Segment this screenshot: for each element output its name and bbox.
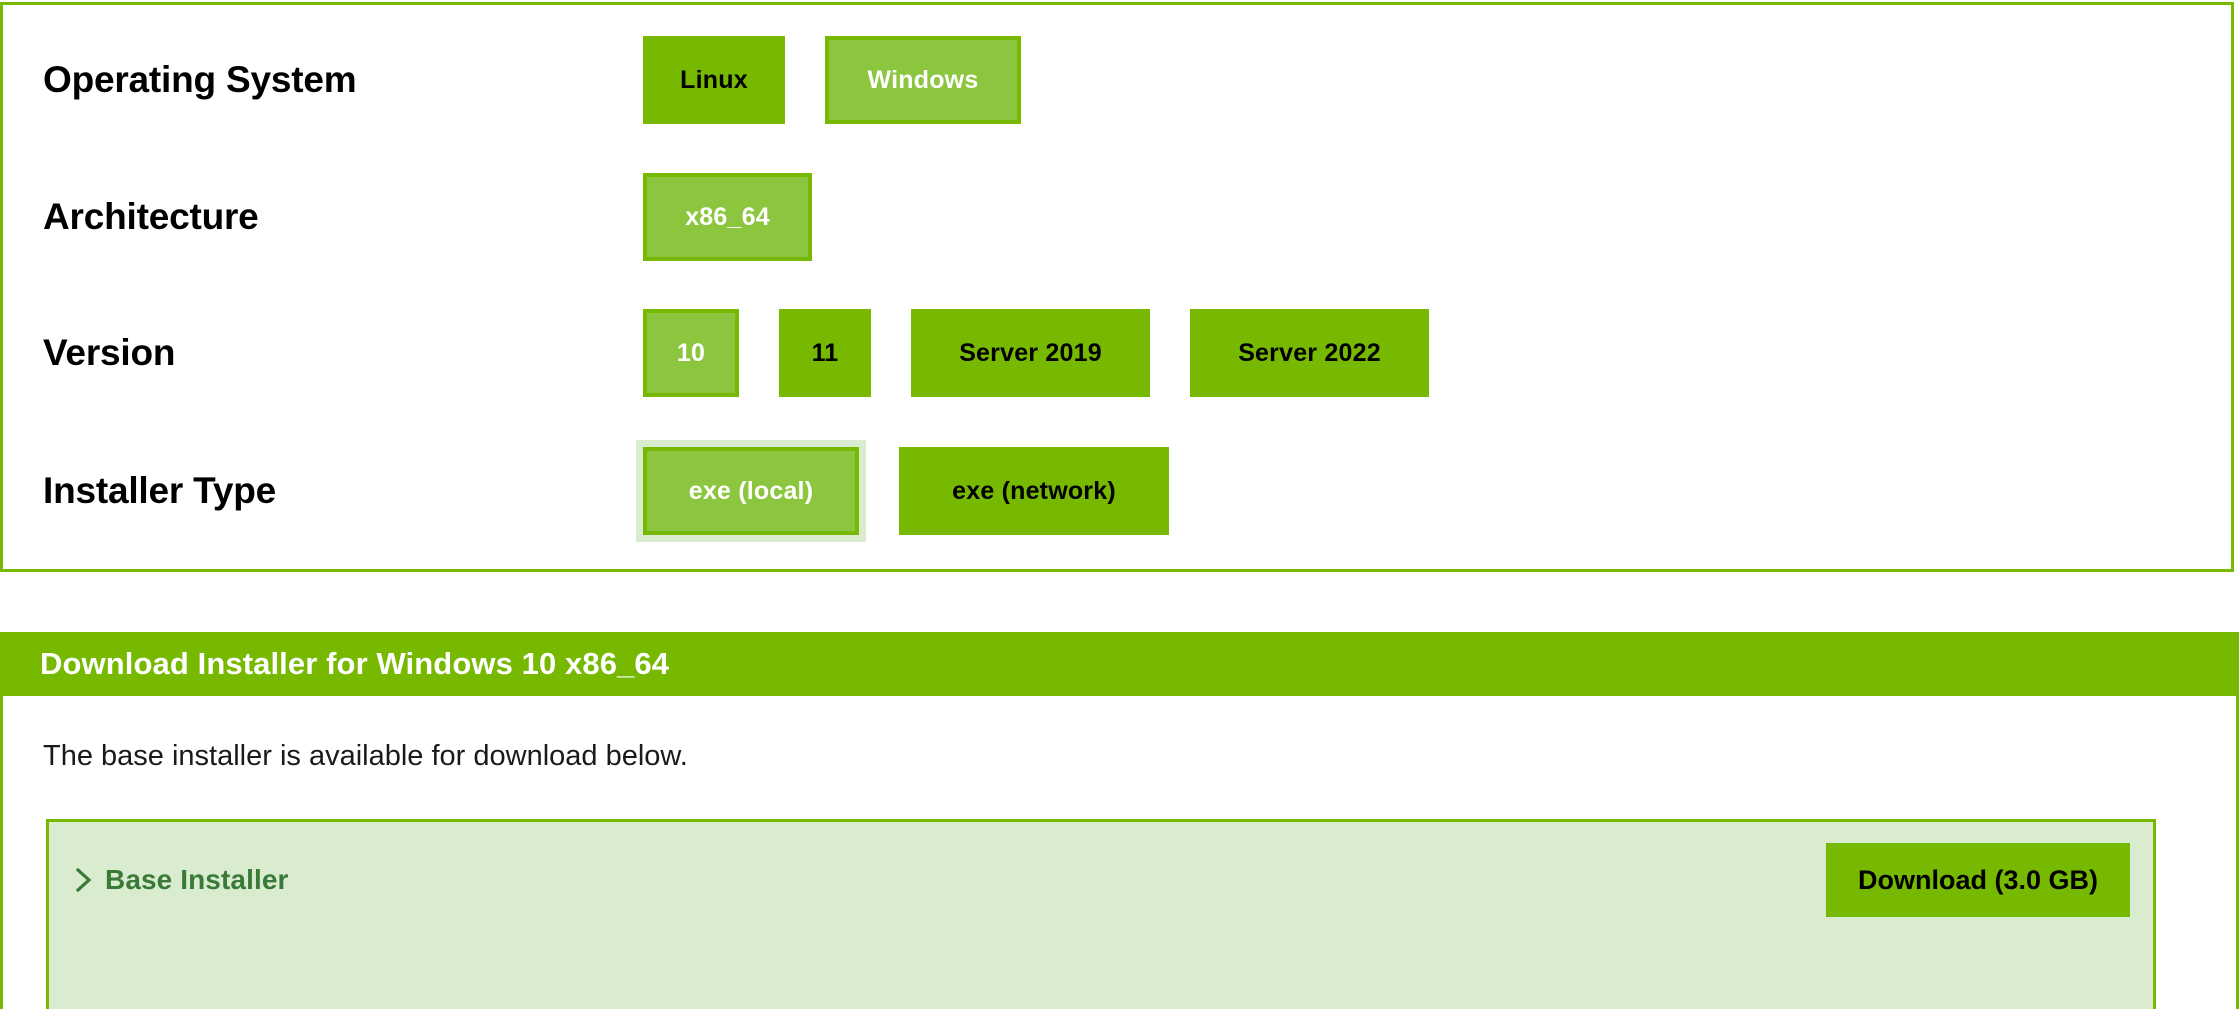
base-installer-title: Base Installer [105,864,289,895]
option-group-version: 10 11 Server 2019 Server 2022 [643,298,1429,408]
selector-row-installer-type: Installer Type exe (local) exe (network) [3,435,2231,547]
selector-row-operating-system: Operating System Linux Windows [3,25,2231,135]
selector-panel: Operating System Linux Windows Architect… [0,2,2234,572]
download-body: The base installer is available for down… [0,696,2239,1009]
option-group-operating-system: Linux Windows [643,25,1021,135]
option-exe-network[interactable]: exe (network) [899,447,1169,535]
option-exe-local[interactable]: exe (local) [636,440,866,542]
base-installer-card: Base Installer Download (3.0 GB) [46,819,2156,1009]
chevron-right-icon [74,867,94,893]
row-label-architecture: Architecture [43,196,259,237]
option-version-10[interactable]: 10 [643,309,739,397]
download-header-title: Download Installer for Windows 10 x86_64 [40,646,670,681]
option-version-server-2022[interactable]: Server 2022 [1190,309,1429,397]
option-version-11[interactable]: 11 [779,309,871,397]
option-group-architecture: x86_64 [643,162,812,272]
download-header: Download Installer for Windows 10 x86_64 [0,632,2239,696]
selector-row-version: Version 10 11 Server 2019 Server 2022 [3,298,2231,408]
download-panel: Download Installer for Windows 10 x86_64… [0,632,2239,1009]
download-body-text: The base installer is available for down… [43,740,688,772]
base-installer-row: Base Installer Download (3.0 GB) [49,822,2153,938]
download-button[interactable]: Download (3.0 GB) [1825,843,2130,917]
option-linux[interactable]: Linux [643,36,785,124]
row-label-version: Version [43,332,176,373]
option-version-server-2019[interactable]: Server 2019 [911,309,1150,397]
option-group-installer-type: exe (local) exe (network) [636,435,1169,547]
selector-row-architecture: Architecture x86_64 [3,162,2231,272]
row-label-operating-system: Operating System [43,59,357,100]
row-label-installer-type: Installer Type [43,470,276,511]
base-installer-toggle[interactable]: Base Installer [74,864,289,896]
option-x86-64[interactable]: x86_64 [643,173,812,261]
option-windows[interactable]: Windows [825,36,1021,124]
